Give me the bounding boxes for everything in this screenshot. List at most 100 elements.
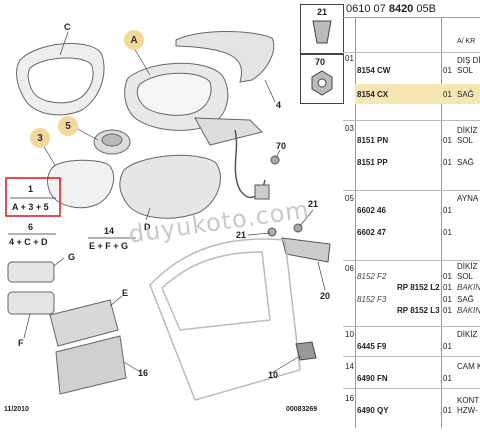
row-desc: DİKİZ	[457, 126, 478, 135]
switch-g	[7, 261, 55, 283]
row-extra: HZW-	[457, 406, 478, 415]
row-qty: 01	[443, 406, 452, 415]
callout-20: 20	[320, 291, 331, 301]
thumbnail-panel: 21 70	[300, 2, 344, 104]
table-row[interactable]	[343, 190, 480, 260]
row-qty: 01	[443, 272, 452, 281]
row-part: 8154 CW	[357, 66, 391, 75]
callout-d: D	[144, 222, 151, 232]
callout-14: 14	[104, 226, 115, 236]
row-qty: 01	[443, 342, 452, 351]
row-idx: 01	[345, 54, 354, 63]
callout-16: 16	[138, 368, 149, 378]
row-part: 8152 F3	[357, 295, 387, 304]
row-idx: 06	[345, 264, 354, 273]
part-10	[295, 341, 317, 361]
callout-5: 5	[58, 116, 78, 136]
row-qty: 01	[443, 295, 452, 304]
row-qty: 01	[443, 66, 452, 75]
mirror-cap-4	[175, 31, 275, 83]
row-extra: SOL	[457, 136, 474, 145]
callout-21-right: 21	[308, 199, 319, 209]
highlighted-row	[355, 84, 480, 104]
highlight-box	[5, 177, 61, 217]
row-desc: SAĞ	[457, 295, 474, 304]
door-handle-20	[281, 237, 331, 263]
screw-70	[270, 155, 280, 165]
switch-panel-e	[49, 299, 119, 347]
door-outline	[149, 238, 301, 401]
row-idx: 14	[345, 362, 354, 371]
switch-f	[7, 291, 55, 315]
row-part: 6602 46	[357, 206, 386, 215]
row-part: 8152 F2	[357, 272, 387, 281]
parts-diagram: C A 4 3 5 70 1 A + 3 + 5 D 6 4 + C + D 1…	[4, 22, 331, 413]
mirror-housing-d	[119, 154, 221, 219]
callout-c: C	[64, 22, 71, 32]
row-qty: 01	[443, 306, 452, 315]
mirror-assembly-a	[124, 62, 263, 146]
row-desc: DİKİZ	[457, 330, 478, 339]
switch-panel-16	[55, 335, 127, 395]
nut-icon	[311, 70, 333, 96]
parts-table: 0610 07 8420 05B A/ KR 01 8154 CW 01 DIŞ…	[343, 0, 480, 428]
callout-g: G	[68, 252, 76, 262]
header-right: A/ KR	[457, 38, 476, 45]
callout-f: F	[18, 338, 24, 348]
row-desc: BAKIN	[457, 306, 480, 315]
row-extra: SOL	[457, 272, 474, 281]
row-desc: DİKİZ	[457, 262, 478, 271]
thumb-70[interactable]: 70	[300, 54, 344, 104]
table-row[interactable]	[343, 326, 480, 356]
callout-70: 70	[276, 141, 287, 151]
mirror-motor-5	[93, 129, 131, 155]
row-desc: SAĞ	[457, 158, 474, 167]
row-part: 6602 47	[357, 228, 386, 237]
row-idx: 10	[345, 330, 354, 339]
row-part: 6490 QY	[357, 406, 389, 415]
row-part: 8154 CX	[357, 90, 389, 99]
row-qty: 01	[443, 136, 452, 145]
callout-10: 10	[268, 370, 279, 380]
table-header: 0610 07 8420 05B	[343, 0, 480, 18]
mirror-frame-c	[16, 43, 105, 116]
header-suffix: 05B	[413, 3, 436, 15]
callout-a: A	[124, 30, 144, 50]
screw-21-a	[267, 227, 277, 237]
row-desc: CAM K	[457, 362, 480, 371]
table-row[interactable]	[343, 388, 480, 428]
callout-4: 4	[276, 100, 282, 110]
thumb-label-21: 21	[317, 7, 328, 17]
thumb-21[interactable]: 21	[300, 4, 344, 54]
row-part: 6490 FN	[357, 374, 388, 383]
row-idx: 16	[345, 394, 354, 403]
callout-21-left: 21	[236, 230, 247, 240]
row-part: RP 8152 L3	[397, 306, 440, 315]
callout-1: 1	[28, 184, 34, 194]
callout-e: E	[122, 288, 129, 298]
header-bold: 8420	[388, 3, 414, 15]
row-part: 8151 PP	[357, 158, 388, 167]
row-desc: BAKIN	[457, 283, 480, 292]
row-part: 8151 PN	[357, 136, 389, 145]
row-qty: 01	[443, 374, 452, 383]
callout-6-formula: 4 + C + D	[9, 237, 48, 247]
callout-3: 3	[30, 128, 50, 148]
table-row[interactable]	[343, 356, 480, 388]
thumb-label-70: 70	[315, 57, 326, 67]
table-row[interactable]	[343, 120, 480, 190]
row-idx: 03	[345, 124, 354, 133]
row-desc: KONT	[457, 396, 480, 405]
callout-1-formula: A + 3 + 5	[12, 202, 49, 212]
leader-lines	[23, 31, 326, 375]
row-part: RP 8152 L2	[397, 283, 440, 292]
mirror-glass-3	[47, 159, 114, 209]
table-row[interactable]	[343, 260, 480, 326]
header-prefix: 0610 07	[346, 3, 389, 15]
row-desc: DIŞ DİK	[457, 56, 480, 65]
footer-date: 11/2010	[4, 406, 29, 413]
table-row[interactable]	[343, 52, 480, 120]
row-extra: SOL	[457, 66, 474, 75]
exploded-view	[5, 31, 331, 401]
row-qty: 01	[443, 158, 452, 167]
